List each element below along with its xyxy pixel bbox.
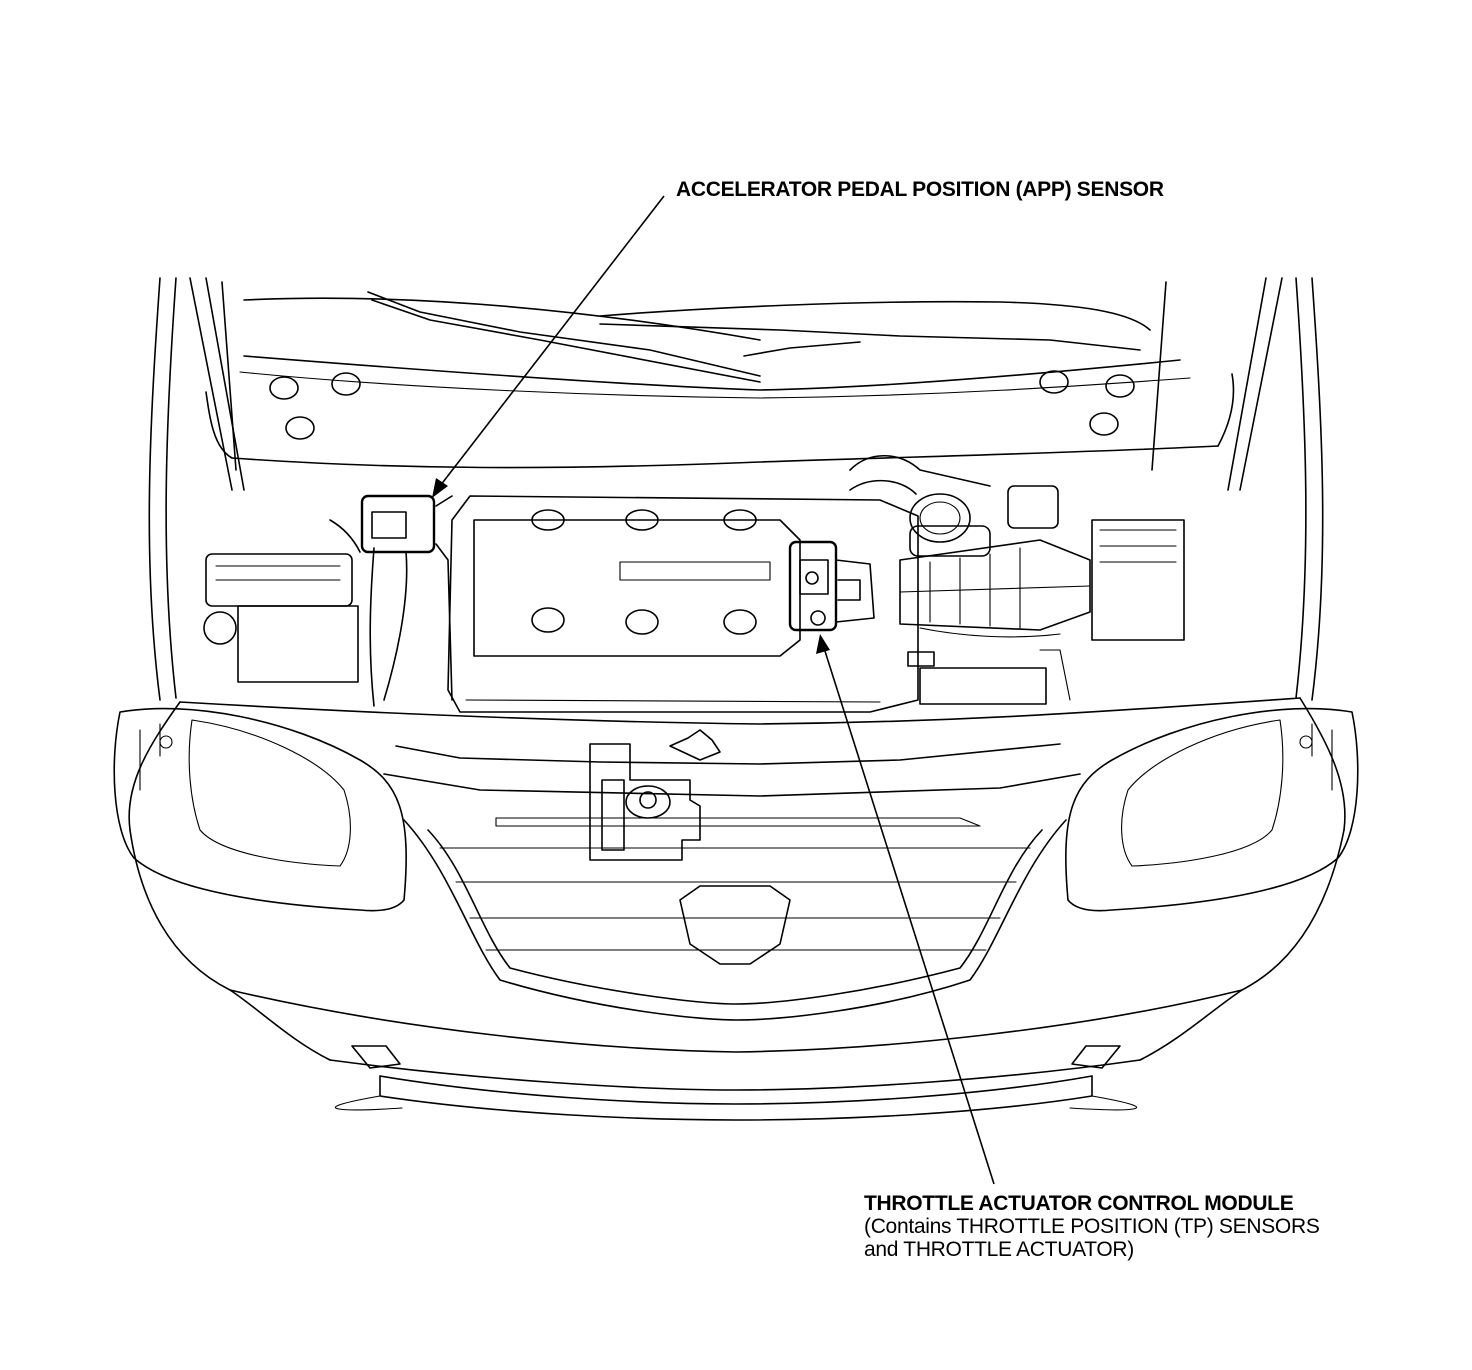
- wiper-cowl: [205, 291, 1235, 469]
- throttle-module-detail-2: and THROTTLE ACTUATOR): [864, 1238, 1134, 1261]
- throttle-module-label: THROTTLE ACTUATOR CONTROL MODULE: [864, 1192, 1294, 1215]
- app-sensor-label: ACCELERATOR PEDAL POSITION (APP) SENSOR: [676, 178, 1164, 201]
- left-headlight: [113, 707, 407, 912]
- app-sensor-leader: [432, 195, 665, 498]
- engine-cover: [447, 495, 919, 713]
- front-body: [128, 697, 1346, 831]
- air-intake: [849, 454, 1185, 641]
- left-components: [203, 494, 453, 707]
- grille: [403, 819, 1067, 1021]
- hood-latch: [589, 729, 721, 861]
- right-components: [907, 627, 1071, 705]
- hood-frame: [148, 277, 1324, 701]
- throttle-module-detail-1: (Contains THROTTLE POSITION (TP) SENSORS: [864, 1215, 1320, 1238]
- throttle-actuator-module: [788, 540, 875, 632]
- throttle-module-leader: [816, 634, 995, 1185]
- cowl-holes: [269, 370, 1135, 440]
- lower-bumper: [129, 829, 1345, 1121]
- throttle-module-callout: THROTTLE ACTUATOR CONTROL MODULE (Contai…: [864, 1192, 1320, 1261]
- right-headlight: [1065, 707, 1359, 912]
- app-sensor-callout: ACCELERATOR PEDAL POSITION (APP) SENSOR: [676, 178, 1164, 201]
